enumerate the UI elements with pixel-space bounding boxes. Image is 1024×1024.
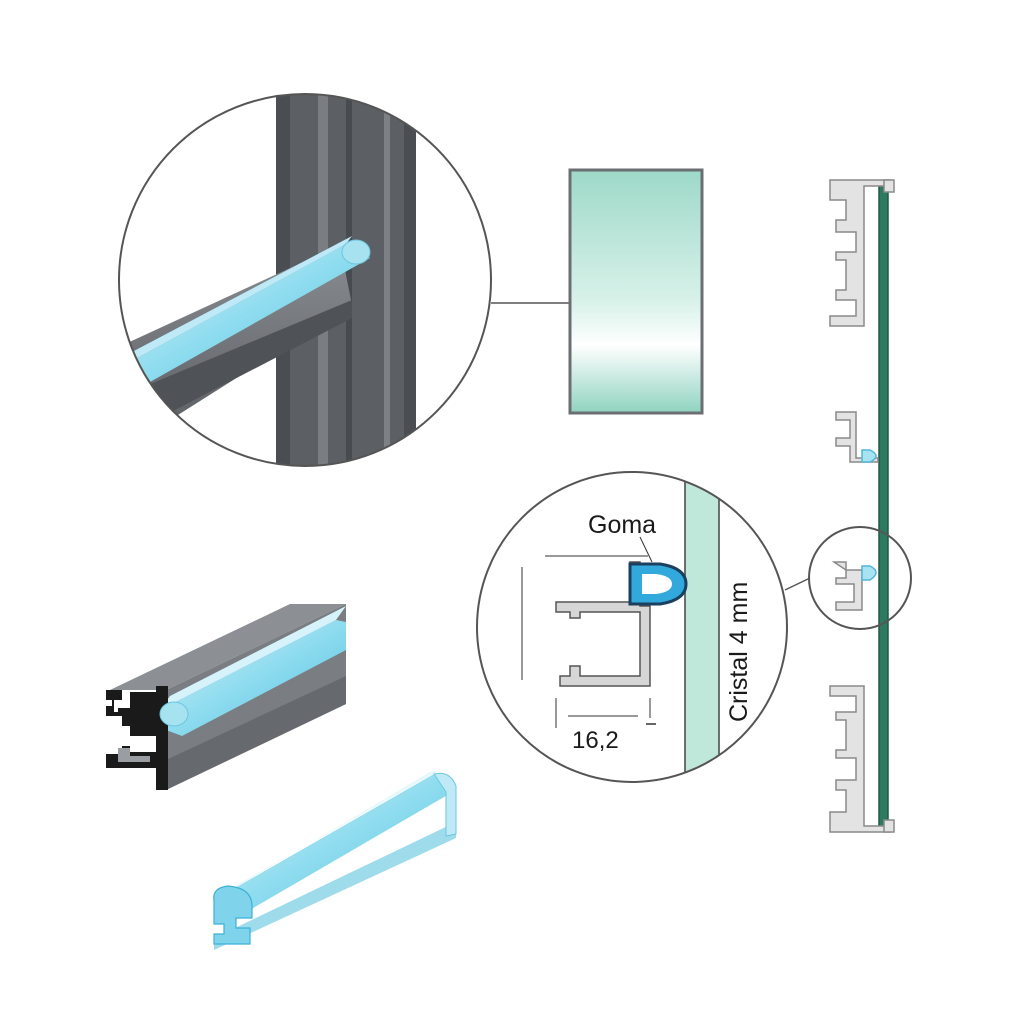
extrusion-end-face bbox=[106, 686, 168, 790]
lower-profile-section bbox=[831, 561, 863, 611]
glass-sheet-section bbox=[878, 182, 889, 830]
zoom-circle-cross-section: Goma 16,2 Cristal 4 mm bbox=[476, 471, 788, 783]
extrusion-seal bbox=[160, 620, 346, 736]
diagonal-seal bbox=[130, 244, 370, 382]
glass-band bbox=[684, 472, 720, 782]
profile-cross-section bbox=[555, 561, 651, 687]
top-frame-section bbox=[829, 179, 891, 327]
rubber-seal-3d bbox=[213, 770, 457, 950]
width-dimension-label: 16,2 bbox=[572, 727, 619, 754]
glass-panel bbox=[568, 168, 704, 415]
connector-line-detail bbox=[784, 577, 811, 591]
gasket-label: Goma bbox=[588, 511, 656, 539]
zoom-circle-profile-3d bbox=[118, 93, 492, 467]
vertical-section-drawing bbox=[829, 179, 895, 833]
glass-label: Cristal 4 mm bbox=[725, 582, 753, 722]
middle-profile-section bbox=[835, 411, 879, 463]
profile-extrusion-3d bbox=[106, 604, 346, 790]
